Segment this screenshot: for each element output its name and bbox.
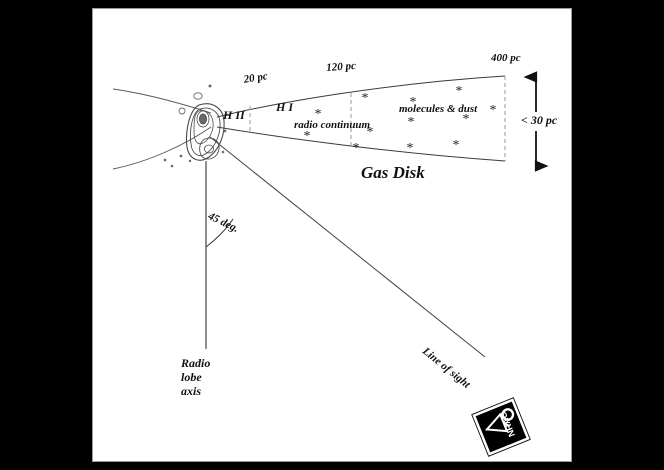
- diagram-canvas: * * * * * * * * * * * *: [93, 9, 571, 461]
- radio-lobe-axis-line2: lobe: [181, 370, 202, 385]
- radio-lobe-axis-line1: Radio: [181, 356, 211, 370]
- nrao-logo-mark: NRAO: [471, 397, 531, 457]
- svg-text:*: *: [490, 103, 497, 118]
- nucleus-field-rings: [178, 92, 203, 115]
- line-of-sight-line: [209, 136, 486, 358]
- angle-arc: [205, 218, 234, 248]
- gas-disk-outline: [216, 75, 506, 162]
- label-radio-continuum: radio continuum: [294, 119, 371, 131]
- nucleus-contours: [185, 103, 225, 161]
- svg-text:*: *: [315, 107, 322, 122]
- svg-text:*: *: [463, 112, 470, 127]
- svg-text:*: *: [362, 91, 369, 106]
- svg-text:*: *: [410, 95, 417, 110]
- label-molecules-dust: molecules & dust: [399, 103, 478, 115]
- svg-text:*: *: [367, 125, 374, 140]
- label-h-ii: H II: [223, 108, 245, 122]
- svg-text:*: *: [304, 129, 311, 144]
- svg-text:*: *: [353, 141, 360, 156]
- svg-text:*: *: [407, 141, 414, 156]
- counter-cone-lines: [112, 88, 212, 170]
- label-thickness: < 30 pc: [521, 113, 558, 127]
- svg-text:*: *: [456, 84, 463, 99]
- label-400pc: 400 pc: [491, 52, 521, 64]
- label-h-i: H I: [276, 100, 294, 114]
- label-radio-lobe-axis: Radio lobe axis: [181, 356, 210, 398]
- label-120pc: 120 pc: [325, 59, 357, 74]
- radio-lobe-axis-line3: axis: [181, 384, 202, 399]
- svg-text:*: *: [453, 138, 460, 153]
- label-gas-disk: Gas Disk: [361, 163, 425, 182]
- diagram-panel: * * * * * * * * * * * * 20 pc 120 pc 400…: [92, 8, 572, 462]
- svg-text:*: *: [408, 115, 415, 130]
- star-markers: * * * * * * * * * * * *: [304, 84, 497, 156]
- nrao-logo: NRAO: [471, 397, 531, 457]
- nucleus-field-specks: [163, 84, 227, 168]
